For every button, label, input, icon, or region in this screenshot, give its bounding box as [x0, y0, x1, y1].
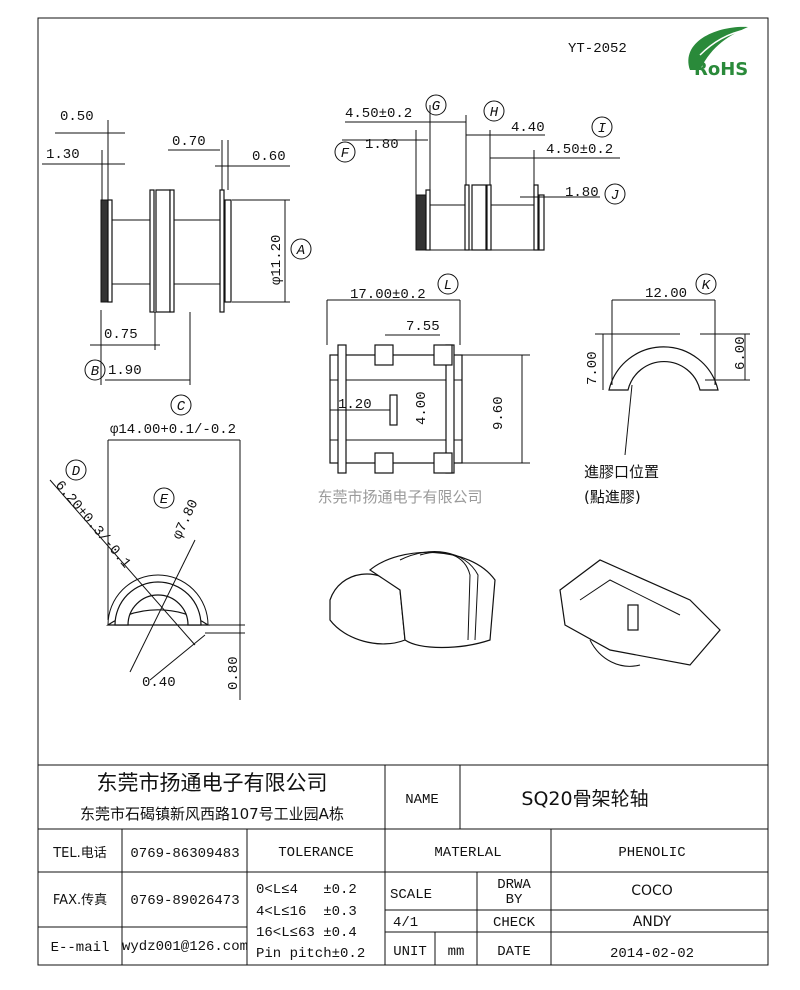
date-label: DATE — [497, 944, 531, 960]
svg-text:L: L — [444, 278, 452, 294]
dim-d: 6.20+0.3/-0.1 — [51, 478, 133, 572]
name-label: NAME — [405, 792, 439, 808]
dim-4-00: 4.00 — [414, 391, 430, 425]
gate-note-sub: (點進膠) — [584, 488, 641, 506]
tolerance-label: TOLERANCE — [278, 845, 354, 861]
date-value: 2014-02-02 — [610, 946, 694, 962]
dim-k: 12.00 — [645, 286, 687, 302]
dim-0-70: 0.70 — [172, 134, 206, 150]
title-block: 东莞市扬通电子有限公司 东莞市石碣镇新风西路107号工业园A栋 NAME SQ2… — [38, 764, 768, 965]
email-label: E--mail — [51, 940, 110, 956]
svg-text:K: K — [702, 278, 711, 294]
dim-7-55: 7.55 — [406, 319, 440, 335]
company-address: 东莞市石碣镇新风西路107号工业园A栋 — [80, 805, 344, 823]
material-label: MATERLAL — [434, 845, 501, 861]
check-label: CHECK — [493, 915, 536, 931]
svg-text:RoHS: RoHS — [694, 59, 748, 80]
side-view-center: 4.50±0.2 1.80 4.40 4.50±0.2 1.80 — [342, 105, 620, 251]
email-value: wydz001@126.com — [122, 939, 248, 955]
dim-1-90: 1.90 — [108, 363, 142, 379]
dim-6-00: 6.00 — [733, 336, 749, 370]
company-name: 东莞市扬通电子有限公司 — [97, 771, 328, 795]
dim-0-40: 0.40 — [142, 675, 176, 691]
bottom-view: 17.00±0.2 7.55 1.20 4.00 9.60 — [326, 287, 530, 474]
fax-value: 0769-89026473 — [130, 893, 239, 909]
watermark: 东莞市扬通电子有限公司 — [317, 488, 482, 506]
material-value: PHENOLIC — [618, 845, 685, 861]
dim-7-00: 7.00 — [585, 351, 601, 385]
svg-text:E: E — [160, 492, 169, 508]
side-view-left: 0.50 1.30 0.70 0.60 φ11.20 0.75 1.90 — [42, 109, 290, 385]
part-number: YT-2052 — [568, 41, 627, 57]
callout-labels: A B C D E F G H I J K L — [65, 94, 717, 509]
tolerance-1: 0<L≤4 ±0.2 — [256, 882, 357, 898]
svg-text:A: A — [296, 243, 305, 259]
dim-0-60: 0.60 — [252, 149, 286, 165]
isometric-view-2 — [559, 559, 721, 667]
checked-by-value: ANDY — [633, 914, 672, 930]
svg-text:H: H — [490, 105, 499, 121]
dim-0-80: 0.80 — [226, 656, 242, 690]
dim-1-30: 1.30 — [46, 147, 80, 163]
gate-note: 進膠口位置 — [584, 463, 659, 481]
scale-value: 4/1 — [393, 915, 418, 931]
svg-text:D: D — [72, 464, 81, 480]
unit-label: UNIT — [393, 944, 427, 960]
drawn-label-2: BY — [506, 892, 523, 908]
svg-text:F: F — [341, 146, 350, 162]
drawing-border — [37, 17, 769, 966]
svg-text:B: B — [91, 364, 99, 380]
tolerance-3: 16<L≤63 ±0.4 — [256, 925, 357, 941]
dim-l: 17.00±0.2 — [350, 287, 426, 303]
dim-f: 1.80 — [365, 137, 399, 153]
dim-g: 4.50±0.2 — [345, 106, 412, 122]
part-name: SQ20骨架轮轴 — [521, 788, 648, 810]
dim-0-50: 0.50 — [60, 109, 94, 125]
fax-label: FAX.传真 — [53, 893, 107, 908]
dim-h: 4.40 — [511, 120, 545, 136]
tel-value: 0769-86309483 — [130, 846, 239, 862]
dim-1-20: 1.20 — [338, 397, 372, 413]
svg-text:J: J — [611, 188, 619, 204]
dim-0-75: 0.75 — [104, 327, 138, 343]
dim-i: 4.50±0.2 — [546, 142, 613, 158]
unit-value: mm — [448, 944, 465, 960]
svg-text:C: C — [177, 399, 186, 415]
svg-text:I: I — [598, 121, 607, 137]
dim-j: 1.80 — [565, 185, 599, 201]
tolerance-2: 4<L≤16 ±0.3 — [256, 904, 357, 920]
dim-e: φ7.80 — [170, 497, 202, 542]
rohs-logo: RoHS — [688, 26, 748, 80]
drawn-by-value: COCO — [631, 883, 673, 899]
scale-label: SCALE — [390, 887, 432, 903]
tel-label: TEL.电话 — [52, 846, 107, 861]
svg-text:G: G — [432, 99, 441, 115]
drawn-label-1: DRWA — [497, 877, 531, 893]
dim-c: φ14.00+0.1/-0.2 — [110, 422, 236, 438]
dim-11-20: φ11.20 — [269, 235, 285, 285]
end-view-right: 12.00 7.00 6.00 進膠口位置 (點進膠) — [584, 286, 750, 506]
dim-9-60: 9.60 — [491, 396, 507, 430]
isometric-view-1 — [329, 551, 496, 649]
tolerance-4: Pin pitch±0.2 — [256, 946, 365, 962]
